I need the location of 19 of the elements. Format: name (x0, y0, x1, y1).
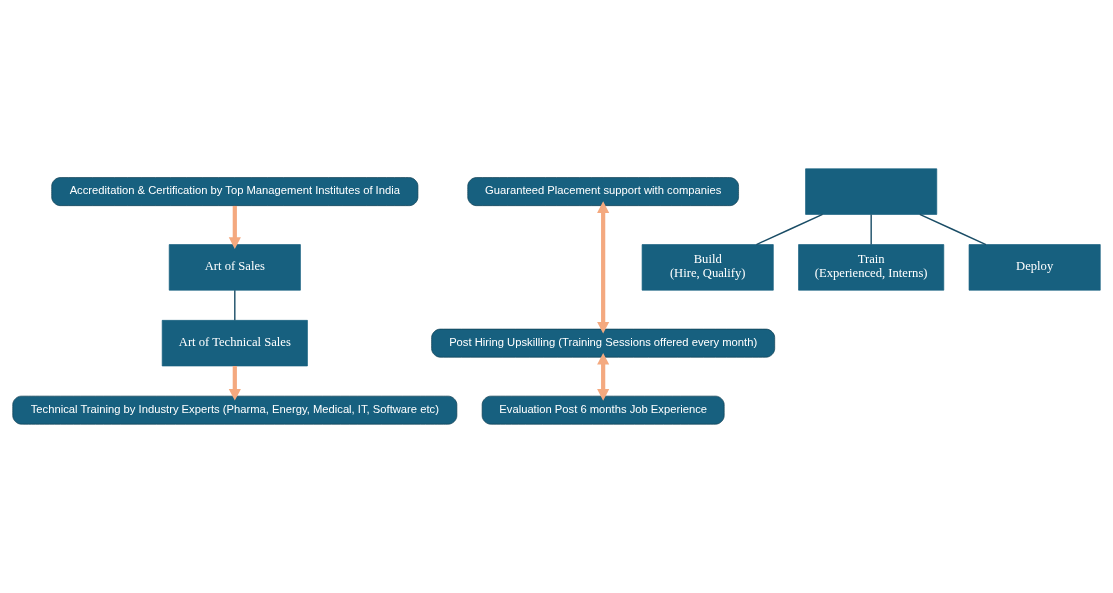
connector (919, 213, 987, 246)
connector (870, 213, 872, 246)
arrow (597, 201, 610, 334)
node-box: Art of Technical Sales (161, 320, 308, 367)
node-box: Build (Hire, Qualify) (641, 244, 774, 291)
node-box: Post Hiring Upskilling (Training Sessions offered every month) (431, 328, 776, 358)
node-box: Guaranteed Placement support with companies (467, 177, 739, 206)
connector (755, 213, 824, 246)
node-box: Deploy (968, 244, 1101, 291)
node-box: Train (Experienced, Interns) (798, 244, 945, 291)
node-box: Evaluation Post 6 months Job Experience (481, 395, 725, 425)
node-box (805, 168, 938, 215)
arrow (228, 366, 241, 401)
connector (234, 289, 236, 321)
node-box: Technical Training by Industry Experts (Pharma, Energy, Medical, IT, Software etc) (12, 395, 458, 425)
arrow (228, 205, 241, 249)
node-box: Accreditation & Certification by Top Management Institutes of India (51, 177, 419, 206)
arrow (597, 352, 610, 401)
node-box: Art of Sales (168, 244, 301, 291)
